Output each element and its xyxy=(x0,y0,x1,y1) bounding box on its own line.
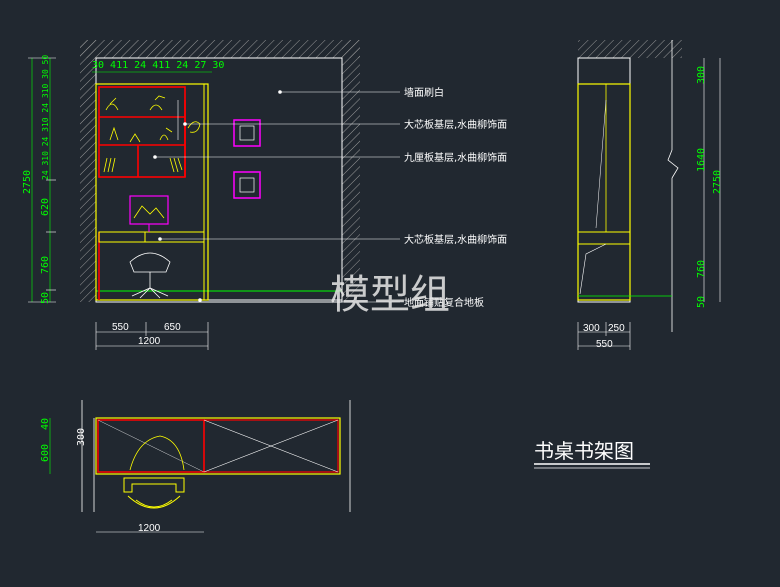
drawing-title: 书桌书架图 xyxy=(534,439,634,463)
callout-blockboard-1: 大芯板基层,水曲柳饰面 xyxy=(404,118,507,131)
monitor xyxy=(129,195,169,225)
callout-wall-paint: 墙面刷白 xyxy=(404,86,444,99)
plan-dim-1200: 1200 xyxy=(138,523,161,534)
watermark: 模型组 xyxy=(330,272,450,318)
plan-dim-600: 600 xyxy=(40,444,51,462)
bookcase-frame xyxy=(95,83,209,301)
side-dim-1640: 1640 xyxy=(696,148,707,172)
dim-760: 760 xyxy=(40,256,51,274)
dim-620: 620 xyxy=(40,198,51,216)
callout-floor: 地面铺贴复合地板 xyxy=(404,296,484,309)
front-elevation: 30 411 24 411 24 27 30 50 760 620 24 310… xyxy=(22,40,400,350)
bookshelf-decor xyxy=(103,95,201,173)
side-cabinet xyxy=(577,83,631,301)
plan-dim-300: 300 xyxy=(76,428,87,446)
plan-view: 40 300 600 1200 xyxy=(40,400,351,534)
side-dim-550: 550 xyxy=(596,339,613,350)
bookshelf-boards xyxy=(98,86,186,300)
side-dim-50: 50 xyxy=(696,296,707,308)
side-dim-250: 250 xyxy=(608,323,625,334)
side-dim-300: 300 xyxy=(696,66,707,84)
picture-frame-1 xyxy=(233,119,261,147)
chair xyxy=(129,252,171,299)
plan-desk-outline xyxy=(95,417,341,475)
dim-shelf-chain: 24 310 24 310 24 310 30 50 xyxy=(41,55,50,180)
picture-frame-2 xyxy=(233,171,261,199)
plan-dim-40: 40 xyxy=(40,418,51,430)
plan-bookcase xyxy=(203,419,339,473)
wall-hatch-right xyxy=(342,40,360,302)
callout-plywood: 九厘板基层,水曲柳饰面 xyxy=(404,151,507,164)
dim-550: 550 xyxy=(112,322,129,333)
dim-2750: 2750 xyxy=(22,170,33,194)
desk-top xyxy=(98,231,205,243)
callout-blockboard-2: 大芯板基层,水曲柳饰面 xyxy=(404,233,507,246)
dim-1200: 1200 xyxy=(138,336,161,347)
plan-chair xyxy=(123,477,185,509)
side-dim-2750: 2750 xyxy=(712,170,723,194)
side-elevation: 300 1640 760 50 2750 300 250 550 xyxy=(577,40,723,350)
dim-50: 50 xyxy=(40,292,51,304)
side-dim-300b: 300 xyxy=(583,323,600,334)
dim-650: 650 xyxy=(164,322,181,333)
wall-hatch-left xyxy=(80,40,96,302)
wall-outline xyxy=(95,57,343,303)
wall-hatch-top xyxy=(80,40,360,58)
top-dimensions: 30 411 24 411 24 27 30 xyxy=(92,60,224,71)
side-dim-760: 760 xyxy=(696,260,707,278)
